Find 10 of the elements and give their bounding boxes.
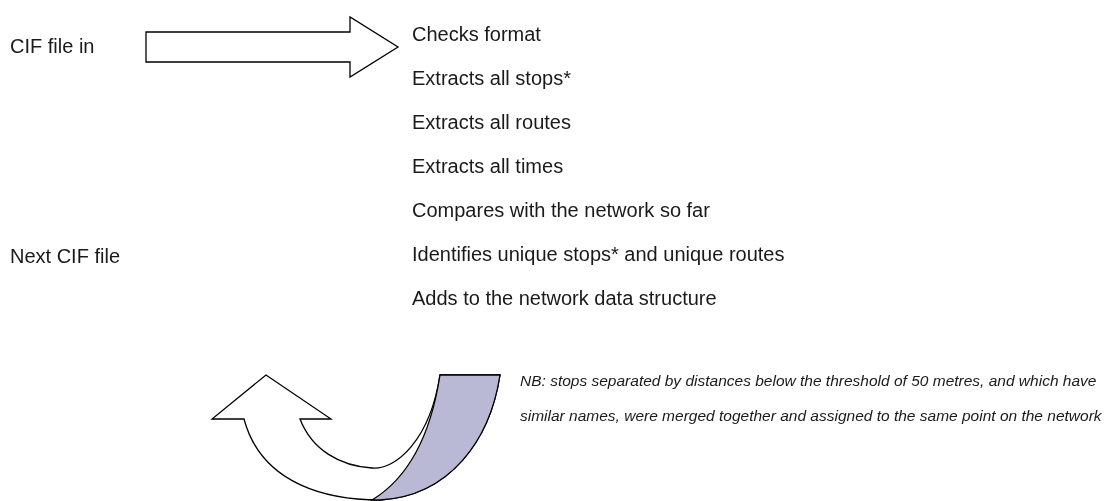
footnote: NB: stops separated by distances below the threshold of 50 metres, and which have similar names, were merged together and assigned to the same point on the network: [520, 371, 1103, 426]
input-label: CIF file in: [10, 34, 95, 58]
step-text: Extracts all stops*: [412, 66, 571, 90]
next-file-label: Next CIF file: [10, 244, 121, 268]
step-text: Checks format: [412, 22, 541, 46]
step-text: Adds to the network data structure: [412, 286, 717, 310]
step-text: Extracts all routes: [412, 110, 571, 134]
step-text: Extracts all times: [412, 154, 564, 178]
step-text: Identifies unique stops* and unique routes: [412, 242, 785, 266]
step-text: Compares with the network so far: [412, 198, 710, 222]
